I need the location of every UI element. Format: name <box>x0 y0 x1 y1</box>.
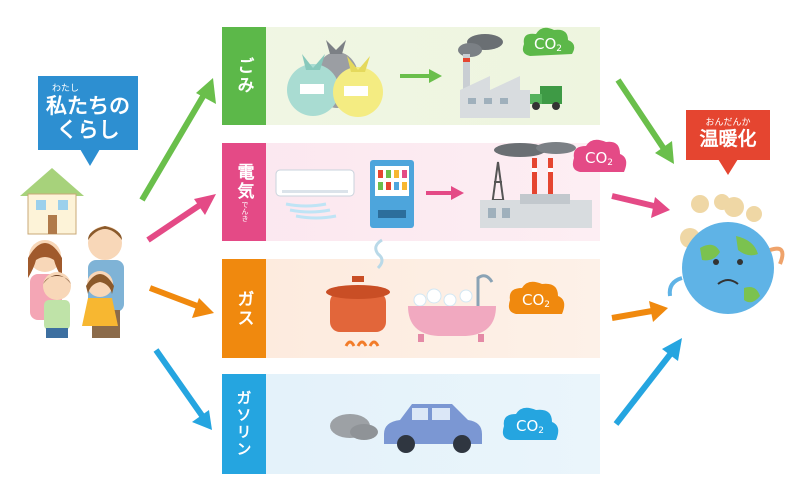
garbage-bags-illustration <box>287 40 383 117</box>
house-illustration <box>20 168 84 235</box>
callout-ruby: わたし <box>52 84 80 94</box>
row-label-electricity: 電気でんき <box>222 143 266 241</box>
callout-line-1: 私たちの <box>46 94 130 118</box>
callout-tail-left <box>80 149 100 166</box>
arrow-garbage-to-earth <box>615 78 674 164</box>
arrow-to-electricity <box>146 194 216 243</box>
callout-ruby: おんだんか <box>705 118 751 128</box>
co2-cloud-gas: CO2 <box>506 280 566 320</box>
co2-cloud-gasoline: CO2 <box>500 406 560 446</box>
co2-cloud-garbage: CO2 <box>520 26 576 62</box>
vending-machine-illustration <box>370 160 414 228</box>
arrow-electricity-to-earth <box>611 193 670 218</box>
family-illustration <box>28 226 124 338</box>
pot-illustration <box>326 238 390 347</box>
callout-line-2: くらし <box>56 118 120 142</box>
arrow-gasoline-to-earth <box>613 338 682 426</box>
callout-global-warming: おんだんか 温暖化 <box>686 110 770 160</box>
arrow-to-gas <box>148 285 214 318</box>
row-label-gasoline: ガソリン <box>222 374 266 474</box>
arrow-to-garbage <box>139 78 216 202</box>
arrow-gas-to-earth <box>611 301 668 322</box>
factory-illustration <box>458 34 562 118</box>
air-conditioner-illustration <box>275 169 355 220</box>
earth-illustration <box>667 194 785 314</box>
co2-cloud-electricity: CO2 <box>570 138 628 178</box>
arrow-electricity-internal <box>426 186 464 200</box>
power-plant-illustration <box>480 142 592 228</box>
callout-our-life: わたし 私たちの くらし <box>38 76 138 150</box>
row-label-gas: ガス <box>222 259 266 358</box>
arrow-to-gasoline <box>153 348 212 430</box>
co2-label: CO2 <box>515 416 544 436</box>
bathtub-illustration <box>408 274 496 342</box>
row-label-garbage: ごみ <box>222 27 266 125</box>
co2-label: CO2 <box>533 34 562 54</box>
car-illustration <box>330 404 482 453</box>
co2-label: CO2 <box>584 148 613 168</box>
arrow-garbage-internal <box>400 69 442 83</box>
callout-tail-right <box>718 159 738 175</box>
callout-title: 温暖化 <box>699 128 757 150</box>
co2-label: CO2 <box>521 290 550 310</box>
